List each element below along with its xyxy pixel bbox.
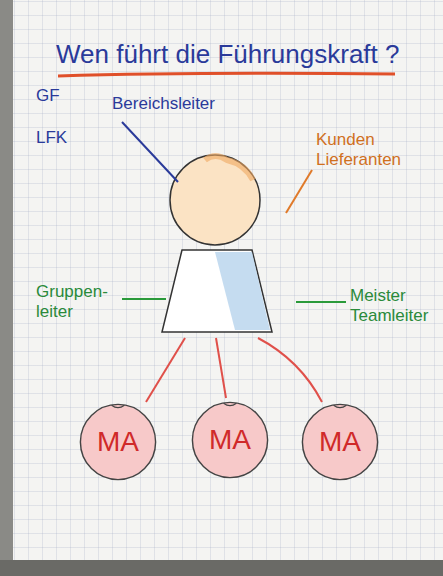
person-head	[170, 155, 260, 245]
leader-line	[296, 301, 346, 303]
circle-shape	[192, 402, 267, 477]
role-label: Kunden Lieferanten	[316, 130, 431, 169]
circle-notch	[112, 405, 125, 407]
reporting-line	[146, 338, 185, 402]
employee-label: MA	[319, 426, 361, 458]
reporting-line	[258, 338, 322, 402]
title: Wen führt die Führungskraft ?	[56, 40, 399, 70]
circle-content: MA	[78, 402, 158, 482]
reporting-line	[216, 338, 226, 398]
employee-label: MA	[97, 426, 139, 458]
role-label: Gruppen- leiter	[36, 282, 120, 321]
title-underline	[58, 73, 395, 76]
role-label: Bereichsleiter	[112, 94, 252, 114]
body-shading	[215, 252, 270, 330]
circle-notch	[334, 405, 347, 407]
circle-shape	[80, 404, 155, 479]
role-label: Meister Teamleiter	[350, 286, 438, 325]
chart-bottom	[0, 560, 443, 576]
circle-shape	[302, 404, 377, 479]
head-shading	[205, 156, 253, 180]
person-body	[162, 250, 272, 332]
chart-stand	[0, 0, 13, 576]
leader-line	[286, 170, 312, 213]
leader-line	[122, 298, 166, 300]
role-label: LFK	[36, 128, 96, 148]
circle-content: MA	[190, 400, 270, 480]
employee-label: MA	[209, 424, 251, 456]
employee-circle: MA	[190, 400, 270, 480]
employee-circle: MA	[300, 402, 380, 482]
role-label: GF	[36, 86, 96, 106]
employee-circle: MA	[78, 402, 158, 482]
leader-line	[122, 122, 178, 182]
circle-notch	[224, 403, 237, 405]
circle-content: MA	[300, 402, 380, 482]
